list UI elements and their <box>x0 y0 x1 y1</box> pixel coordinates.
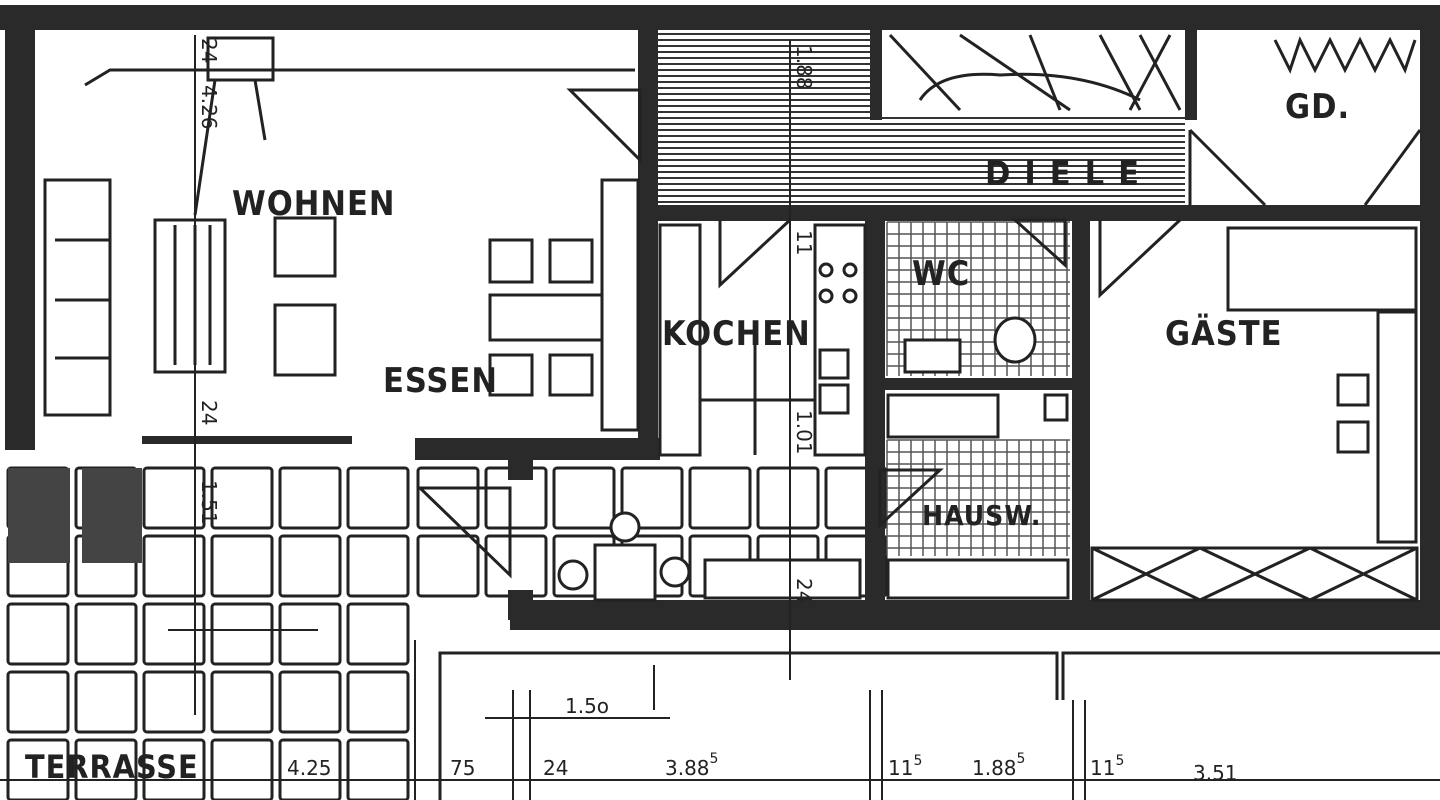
tile <box>346 466 410 530</box>
room-label-gaeste: GÄSTE <box>1165 313 1283 354</box>
tile <box>346 602 410 666</box>
dim-1-88: 1.885 <box>972 751 1025 780</box>
dim-1-88-vertical: 1.88 <box>792 45 816 90</box>
staircase <box>888 33 1182 112</box>
room-label-wc: WC <box>912 254 970 294</box>
dim-24-center: 24 <box>792 578 816 603</box>
room-label-gd: GD. <box>1285 87 1350 127</box>
tile <box>552 466 616 530</box>
dim-4-26: 4.26 <box>197 85 221 130</box>
room-label-wohnen: WOHNEN <box>232 184 395 224</box>
dim-1-01: 1.01 <box>792 410 816 455</box>
tile <box>142 602 206 666</box>
tile <box>416 466 480 530</box>
dim-1-51: 1.51 <box>197 480 221 525</box>
dim-24-left: 24 <box>197 400 221 425</box>
tile <box>210 602 274 666</box>
tile <box>346 670 410 734</box>
doors <box>416 88 1182 579</box>
tile <box>346 534 410 598</box>
tile <box>484 534 548 598</box>
room-label-diele: DIELE <box>985 154 1153 194</box>
tile <box>210 534 274 598</box>
tile <box>756 466 820 530</box>
tile <box>416 534 480 598</box>
dim-11-a: 115 <box>888 753 922 780</box>
tile <box>278 534 342 598</box>
tile <box>74 670 138 734</box>
walls <box>0 5 1440 630</box>
terrace-tiles <box>6 466 410 800</box>
room-label-terrasse: TERRASSE <box>25 748 199 786</box>
dim-1-50: 1.5o <box>565 694 609 718</box>
dim-3-51: 3.51 <box>1193 761 1238 785</box>
tile <box>6 670 70 734</box>
kitchen-fixtures <box>658 223 867 457</box>
terrace-table <box>557 511 862 602</box>
dim-24: 24 <box>543 756 568 780</box>
room-label-hausw: HAUSW. <box>922 499 1041 532</box>
tile <box>278 602 342 666</box>
tile <box>620 466 684 530</box>
tile <box>6 738 70 800</box>
hausw-tiles <box>886 439 1070 556</box>
tile <box>142 534 206 598</box>
dim-11-vertical: 11 <box>792 230 816 255</box>
tile <box>346 738 410 800</box>
sanitary-fixtures <box>886 316 1070 600</box>
diele-hatch <box>658 33 1185 203</box>
tile <box>278 670 342 734</box>
garderobe-fixtures <box>1188 36 1422 207</box>
living-furniture <box>43 36 640 432</box>
tile <box>142 466 206 530</box>
tile <box>6 602 70 666</box>
guest-room-furniture <box>1090 226 1419 602</box>
dim-75: 75 <box>450 756 475 780</box>
tile <box>74 738 138 800</box>
dim-4-25: 4.25 <box>287 756 332 780</box>
tile <box>278 466 342 530</box>
tile <box>210 738 274 800</box>
dim-24-top: 24 <box>197 38 221 63</box>
dim-11-b: 115 <box>1090 753 1124 780</box>
tile <box>142 738 206 800</box>
tile <box>210 466 274 530</box>
planter-right <box>82 468 142 563</box>
tile <box>688 466 752 530</box>
tile <box>142 670 206 734</box>
room-label-essen: ESSEN <box>383 361 498 401</box>
tile <box>210 670 274 734</box>
tile <box>74 602 138 666</box>
dimension-lines <box>0 35 1440 800</box>
lower-outline <box>438 651 1440 800</box>
tile <box>278 738 342 800</box>
room-label-kochen: KOCHEN <box>662 314 811 354</box>
living-room-floor <box>35 30 640 440</box>
planter-left <box>8 468 70 563</box>
dim-3-88: 3.885 <box>665 751 718 780</box>
